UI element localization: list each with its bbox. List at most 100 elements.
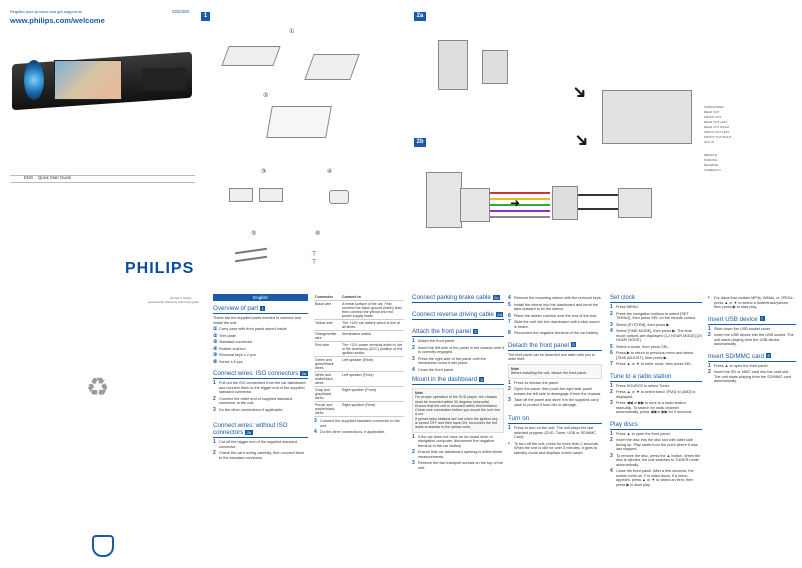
wire-tag: FRONT OUT <box>704 115 722 119</box>
standard-connector-graphic-2 <box>259 188 283 202</box>
note-item: Check wire connection before you mount t… <box>415 408 500 417</box>
standard-connector-2b <box>552 186 578 220</box>
removal-key-graphic <box>235 247 267 255</box>
note-label: Note <box>511 367 519 372</box>
clock-heading: Set clock <box>610 294 702 303</box>
wire-tag: SUBWOOFER <box>704 105 724 109</box>
wire-green <box>490 204 550 206</box>
wire-tag: AUX IN <box>704 140 715 144</box>
wire-tag: REAR OUT LEFT <box>704 120 728 124</box>
note-label: Note <box>415 391 423 395</box>
note-item: If preset radio stations are lost when t… <box>415 416 498 430</box>
wire-tag: FRONT OUT RIGHT <box>704 135 732 139</box>
parts-diagram: 1 ① ② ③ ④ ⑤ ⊤ ⊤ ⑥ <box>199 10 407 280</box>
unit-back-graphic <box>602 90 692 144</box>
turn-step: •To turn off the unit, press for more th… <box>508 440 599 455</box>
wire-tag: REMOTE <box>704 153 717 157</box>
turn-on-heading: Turn on <box>508 415 602 425</box>
radio-heading: Tune to a radio station <box>610 373 702 382</box>
rubber-cushion-graphic <box>329 190 349 204</box>
guide-title: Quick Start Guide <box>38 175 72 180</box>
wire-gray <box>490 216 550 218</box>
wire-tag: PARKING <box>704 158 718 162</box>
removal-key-graphic-2 <box>235 255 267 263</box>
wire-harness-b <box>460 188 490 222</box>
wire-tag: REAR OUT RIGHT <box>704 125 730 129</box>
language-code: ENG <box>24 175 34 180</box>
disc-cont: •For discs that contain MP3s, WMAs, or J… <box>708 295 795 309</box>
wire-red <box>490 192 550 194</box>
support-url[interactable]: www.philips.com/welcome <box>10 16 105 25</box>
detach-intro: The front panel can be detached and take… <box>508 352 595 361</box>
wire-purple <box>490 210 550 212</box>
guide-label-bar <box>10 175 195 183</box>
panel-number-1: 1 <box>201 12 210 21</box>
note-item: Before installing the unit, detach the f… <box>511 371 588 376</box>
screws-graphic: ⊤ ⊤ <box>311 251 318 266</box>
part-circle-4: ④ <box>327 169 333 175</box>
part-circle-2: ② <box>263 93 269 99</box>
wiring-diagram: 2a ➜ ➜ SUBWOOFER REAR OUT FRONT OUT REAR… <box>412 10 796 280</box>
print-info-2: sponsorship Warranty reference guide <box>148 300 199 304</box>
device-photo <box>12 51 192 111</box>
panel-number-2b: 2b <box>414 138 426 147</box>
trim-plate-graphic <box>266 106 332 138</box>
overview-title: Overview of part <box>213 305 259 312</box>
arrow-down-icon: ➜ <box>567 79 593 105</box>
panel-number-2a: 2a <box>414 12 426 21</box>
wire-tag: REVERSE <box>704 163 719 167</box>
part-circle-3: ③ <box>261 169 267 175</box>
arrow-down-icon-2: ➜ <box>569 127 595 153</box>
wire-out-1 <box>578 194 618 196</box>
front-panel-graphic <box>304 54 360 80</box>
note-item: For proper operation of the DVD player, … <box>415 395 498 408</box>
language-tab: English <box>213 294 308 301</box>
